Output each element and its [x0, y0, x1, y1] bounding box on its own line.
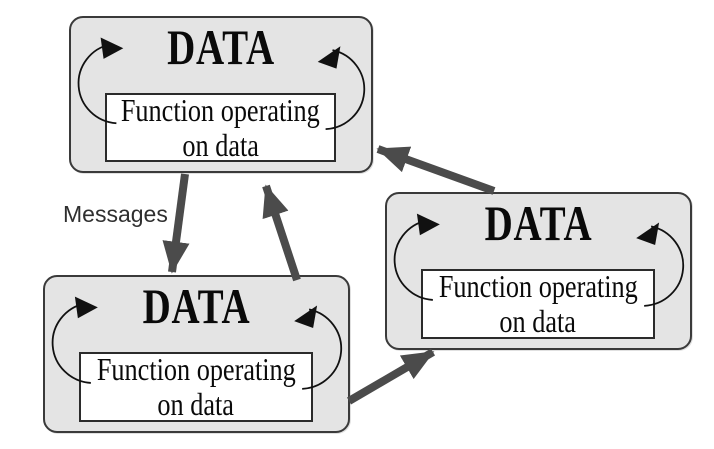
data-object-box-top-left: DATA Function operating on data [69, 16, 373, 173]
data-title: DATA [142, 278, 251, 334]
function-label-line2: on data [157, 386, 235, 422]
message-arrow-bottomleft-to-topleft [262, 184, 301, 282]
messages-label: Messages [63, 201, 168, 227]
data-object-box-bottom-left: DATA Function operating on data [43, 275, 350, 433]
function-box: Function operating on data [421, 269, 655, 339]
message-arrow-right-to-topleft [376, 145, 496, 195]
function-box: Function operating on data [105, 91, 336, 163]
message-arrow-bottomleft-to-right [346, 348, 436, 405]
function-label-line2: on data [499, 303, 577, 339]
function-label-line2: on data [182, 126, 259, 163]
function-box: Function operating on data [79, 352, 313, 422]
message-arrow-topleft-to-bottomleft [162, 173, 190, 274]
data-object-box-right: DATA Function operating on data [385, 192, 692, 350]
function-label-line1: Function operating [438, 268, 638, 304]
function-label-line1: Function operating [121, 91, 320, 128]
function-label-line1: Function operating [96, 351, 296, 387]
data-title: DATA [167, 19, 275, 75]
data-title: DATA [484, 195, 593, 251]
